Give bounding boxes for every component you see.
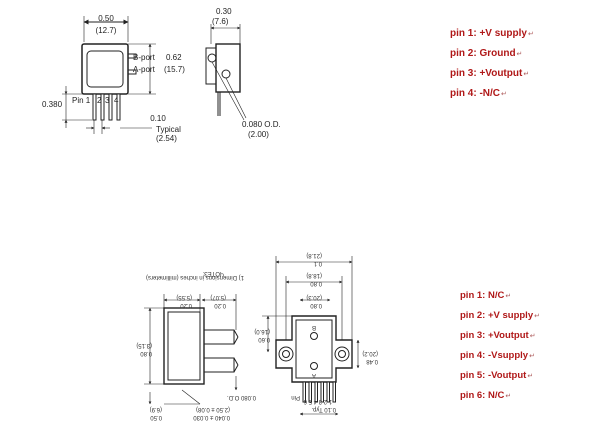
pitch-in-label: 0.10 <box>150 114 166 123</box>
b-port-label: B-port <box>133 53 156 62</box>
svg-text:ЧОТЕЗ:: ЧОТЕЗ: <box>202 270 224 276</box>
bottom-pin-3: pin 3: +Voutput↵ <box>460 330 536 341</box>
svg-text:Pin: Pin <box>291 394 300 400</box>
top-pin-3: pin 3: +Voutput↵ <box>450 68 530 79</box>
svg-text:(18.8): (18.8) <box>306 272 322 278</box>
svg-text:0.20: 0.20 <box>180 302 192 308</box>
depth-in-label: 0.30 <box>216 7 232 16</box>
svg-text:(20.3): (20.3) <box>306 294 322 300</box>
svg-text:0.1: 0.1 <box>313 260 322 266</box>
pin3-label: 3 <box>105 96 110 105</box>
svg-text:0.60: 0.60 <box>258 336 270 342</box>
top-side-view <box>205 24 247 121</box>
width-mm-label: (12.7) <box>96 26 117 35</box>
pin1-label: Pin 1 <box>72 96 91 105</box>
depth-mm-label: (7.6) <box>212 17 229 26</box>
svg-text:B: B <box>312 324 316 330</box>
pin4-label: 4 <box>114 96 119 105</box>
svg-text:(16.0): (16.0) <box>254 328 270 334</box>
bottom-pin-5: pin 5: -Voutput↵ <box>460 370 534 381</box>
a-port-label: A-port <box>133 65 156 74</box>
svg-text:0.50: 0.50 <box>150 414 162 420</box>
svg-text:(21.8): (21.8) <box>306 252 322 258</box>
svg-text:1) Dimensions in inches (milli: 1) Dimensions in inches (millimeters) <box>146 274 244 280</box>
svg-text:0.080 O.D.: 0.080 O.D. <box>227 394 256 400</box>
bottom-front-view <box>262 256 360 416</box>
pitch-mm-label: (2.54) <box>156 134 177 143</box>
svg-text:(5.55): (5.55) <box>176 294 192 300</box>
bottom-side-notes: ЧОТЕЗ: 1) Dimensions in inches (millimet… <box>136 270 256 420</box>
top-pin-4: pin 4: -N/C↵ <box>450 88 507 99</box>
width-in-label: 0.50 <box>98 14 114 23</box>
top-pin-2: pin 2: Ground↵ <box>450 48 523 59</box>
bottom-side-view <box>144 294 239 405</box>
bottom-front-notes: (21.8) 0.1 (18.8) 0.80 (20.3) 0.80 (16.0… <box>254 252 378 412</box>
svg-text:(20.2): (20.2) <box>362 350 378 356</box>
bottom-pin-4: pin 4: -Vsupply↵ <box>460 350 535 361</box>
svg-text:(6.9): (6.9) <box>150 406 162 412</box>
height-dim-label: 0.380 <box>42 100 63 109</box>
bottom-pin-2: pin 2: +V supply↵ <box>460 310 540 321</box>
svg-text:(3.15): (3.15) <box>136 342 152 348</box>
pin2-label: 2 <box>97 96 102 105</box>
svg-text:0.80: 0.80 <box>140 350 152 356</box>
bottom-pin-1: pin 1: N/C↵ <box>460 290 512 301</box>
svg-text:0.20: 0.20 <box>214 302 226 308</box>
svg-text:0.10 Typ.: 0.10 Typ. <box>311 406 336 412</box>
bottom-pinout-list: pin 1: N/C↵ pin 2: +V supply↵ pin 3: +Vo… <box>460 286 540 406</box>
svg-text:0.48: 0.48 <box>366 358 378 364</box>
svg-text:0.040 ± 0.030: 0.040 ± 0.030 <box>193 414 230 420</box>
od-mm-label: (2.00) <box>248 130 269 139</box>
a-port-dim-label: (15.7) <box>164 65 185 74</box>
svg-text:(5.07): (5.07) <box>210 294 226 300</box>
svg-text:(2.50 ± 0.08): (2.50 ± 0.08) <box>196 406 230 412</box>
bottom-pin-6: pin 6: N/C↵ <box>460 390 512 401</box>
svg-text:1 2 3 4 5 6: 1 2 3 4 5 6 <box>303 398 332 404</box>
top-pinout-list: pin 1: +V supply↵ pin 2: Ground↵ pin 3: … <box>450 24 534 104</box>
top-pin-1: pin 1: +V supply↵ <box>450 28 534 39</box>
svg-text:0.80: 0.80 <box>310 280 322 286</box>
svg-text:A: A <box>312 372 316 378</box>
od-in-label: 0.080 O.D. <box>242 120 281 129</box>
top-front-view <box>62 16 156 134</box>
b-port-dim-label: 0.62 <box>166 53 182 62</box>
svg-text:0.80: 0.80 <box>310 302 322 308</box>
pitch-word-label: Typical <box>156 125 181 134</box>
